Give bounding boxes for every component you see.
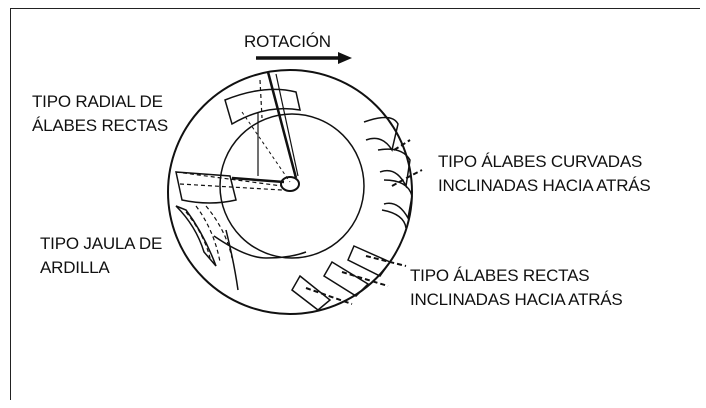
label-straight-backward-blades: TIPO ÁLABES RECTAS INCLINADAS HACIA ATRÁ…	[410, 266, 623, 309]
wheel-inner-rim	[219, 113, 365, 259]
radial-blades	[224, 71, 301, 183]
hub	[175, 171, 300, 204]
curved-backward-blades	[363, 116, 423, 229]
label-squirrel-cage: TIPO JAULA DE ARDILLA	[40, 234, 163, 277]
label-radial-straight-blades: TIPO RADIAL DE ÁLABES RECTAS	[32, 92, 168, 135]
figure-frame	[10, 8, 700, 400]
squirrel-cage-blades	[175, 205, 307, 291]
rotation-label: ROTACIÓN	[244, 32, 331, 51]
wheel-outer-rim	[167, 69, 413, 315]
straight-backward-blades	[291, 245, 407, 311]
label-curved-backward-blades: TIPO ÁLABES CURVADAS INCLINADAS HACIA AT…	[438, 152, 651, 195]
rotation-arrow	[256, 52, 352, 64]
